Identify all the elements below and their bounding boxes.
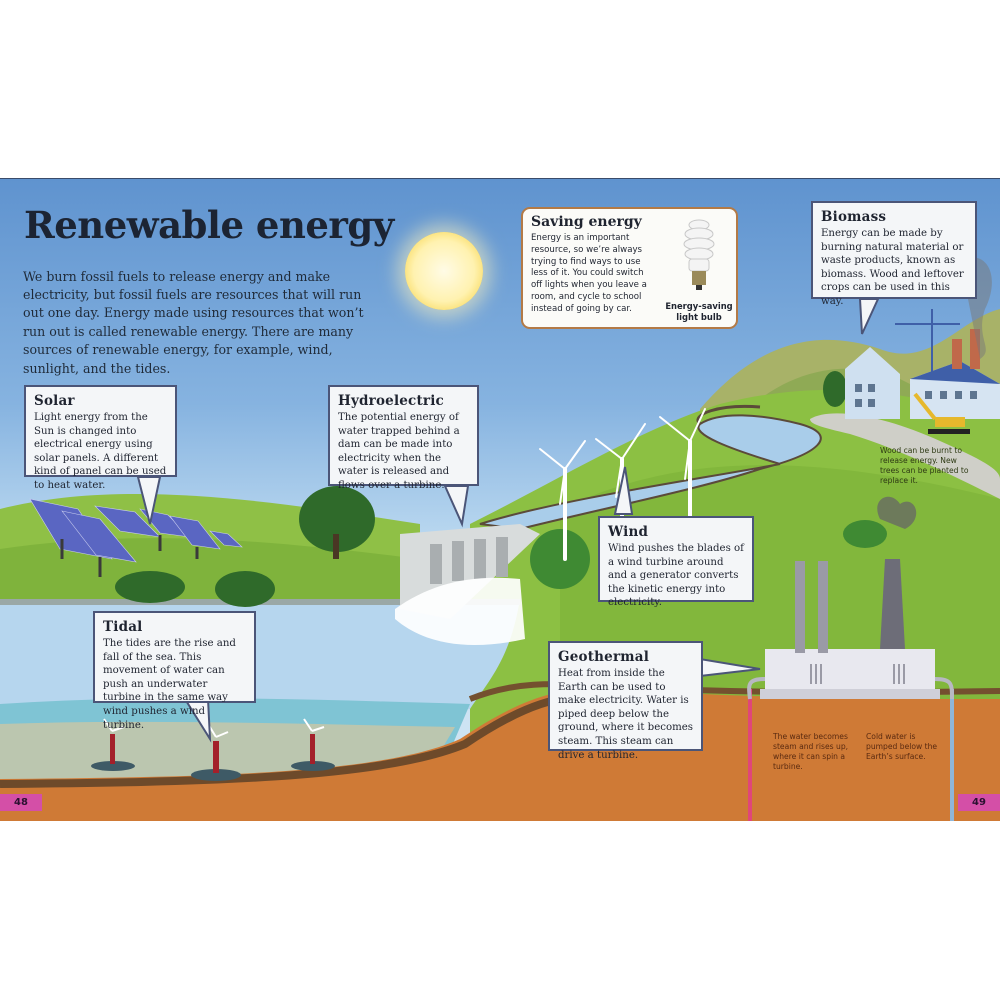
wood-annotation: Wood can be burnt to release energy. New… <box>880 446 969 485</box>
steam-annotation: The water becomes steam and rises up, wh… <box>773 732 849 771</box>
geothermal-callout: Geothermal Heat from inside the Earth ca… <box>548 641 703 761</box>
book-spread: Renewable energy We burn fossil fuels to… <box>0 178 1000 821</box>
page-number-left: 48 <box>0 794 42 811</box>
excavator-icon <box>913 392 970 434</box>
biomass-factory-icon <box>845 257 1000 419</box>
tidal-text: The tides are the rise and fall of the s… <box>103 638 236 731</box>
wind-heading: Wind <box>608 524 649 540</box>
geothermal-text: Heat from inside the Earth can be used t… <box>558 668 693 761</box>
solar-text: Light energy from the Sun is changed int… <box>34 412 167 491</box>
saving-energy-panel: Saving energy Energy is an important res… <box>521 207 738 329</box>
hydroelectric-callout: Hydroelectric The potential energy of wa… <box>328 385 479 491</box>
saving-heading: Saving energy <box>531 214 642 230</box>
saving-text: Energy is an important resource, so we’r… <box>531 233 647 314</box>
page-number-right: 49 <box>958 794 1000 811</box>
biomass-text: Energy can be made by burning natural ma… <box>821 228 964 307</box>
tree-icon <box>299 486 375 559</box>
hydroelectric-heading: Hydroelectric <box>338 393 444 409</box>
geothermal-plant-icon <box>747 496 954 700</box>
geothermal-heading: Geothermal <box>558 649 650 665</box>
tidal-heading: Tidal <box>103 619 143 635</box>
solar-callout: Solar Light energy from the Sun is chang… <box>24 385 177 491</box>
hydroelectric-text: The potential energy of water trapped be… <box>338 412 460 491</box>
biomass-heading: Biomass <box>821 209 887 225</box>
bulb-caption: Energy-saving light bulb <box>665 301 733 322</box>
tidal-callout: Tidal The tides are the rise and fall of… <box>93 611 256 731</box>
light-bulb-icon <box>683 219 715 290</box>
sun-icon <box>405 232 483 310</box>
solar-panel-icon <box>29 498 243 563</box>
tidal-turbine-icon <box>91 718 335 781</box>
cold-water-annotation: Cold water is pumped below the Earth’s s… <box>866 732 938 761</box>
wind-callout: Wind Wind pushes the blades of a wind tu… <box>598 516 754 608</box>
biomass-callout: Biomass Energy can be made by burning na… <box>811 201 977 307</box>
wind-text: Wind pushes the blades of a wind turbine… <box>608 543 744 609</box>
page-title: Renewable energy <box>24 203 394 247</box>
intro-paragraph: We burn fossil fuels to release energy a… <box>23 268 364 376</box>
solar-heading: Solar <box>34 393 75 409</box>
